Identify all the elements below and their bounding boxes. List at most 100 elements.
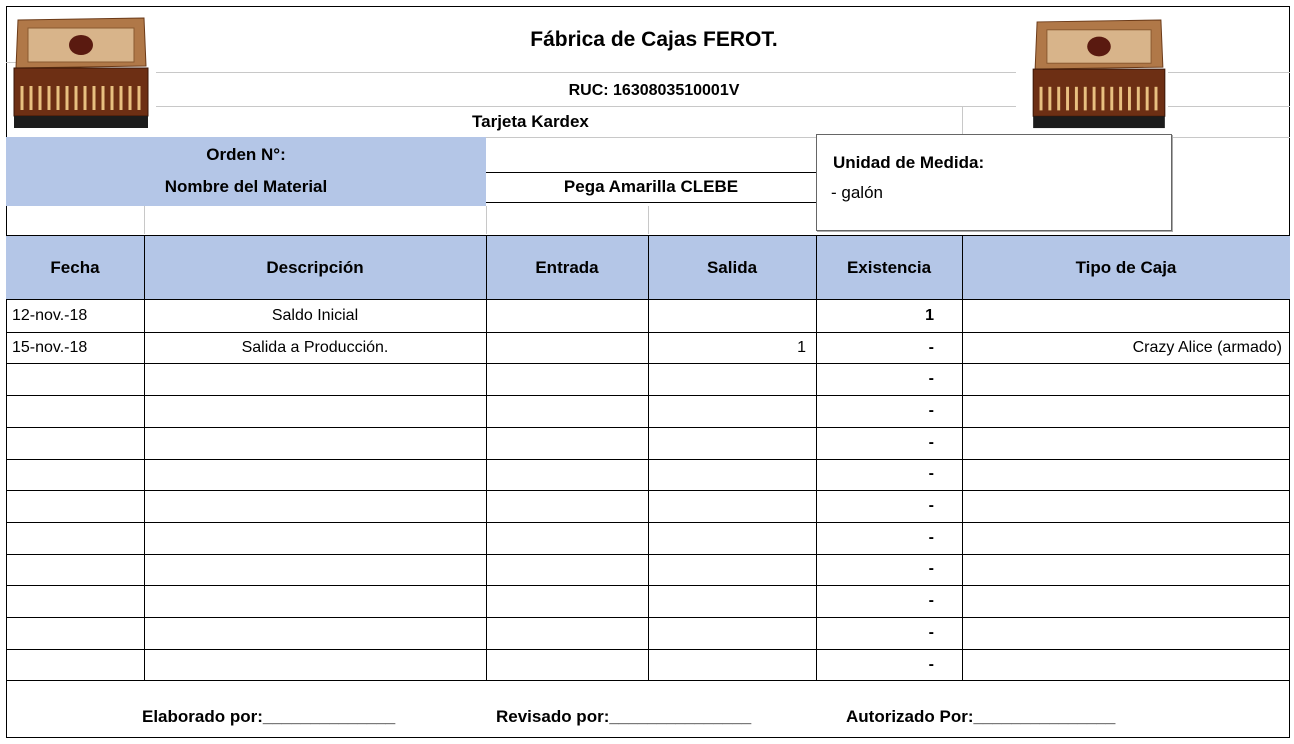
table-cell-tipodecaja[interactable] xyxy=(962,300,1290,332)
order-value[interactable] xyxy=(486,139,816,171)
table-cell-entrada[interactable] xyxy=(486,395,648,427)
table-cell-entrada[interactable] xyxy=(486,300,648,332)
table-cell-tipodecaja[interactable] xyxy=(962,427,1290,459)
table-cell-salida[interactable] xyxy=(648,459,816,491)
table-cell-existencia[interactable]: - xyxy=(928,623,934,641)
table-cell-existencia[interactable]: 1 xyxy=(925,306,934,324)
table-cell-tipodecaja[interactable] xyxy=(962,459,1290,491)
table-cell-tipodecaja[interactable] xyxy=(962,490,1290,522)
table-cell-descripcin[interactable]: Salida a Producción. xyxy=(241,338,389,356)
column-divider xyxy=(648,235,649,680)
table-cell-entrada[interactable] xyxy=(486,522,648,554)
table-cell-descripcin[interactable] xyxy=(144,554,486,586)
table-cell-entrada[interactable] xyxy=(486,332,648,364)
table-cell-tipodecaja[interactable] xyxy=(962,363,1290,395)
table-cell-salida[interactable]: 1 xyxy=(797,338,806,356)
gridline xyxy=(648,206,649,234)
table-cell-descripcin[interactable] xyxy=(144,427,486,459)
column-header: Descripción xyxy=(266,257,364,277)
column-header: Salida xyxy=(706,257,758,277)
table-cell-descripcin[interactable] xyxy=(144,459,486,491)
table-cell-tipodecaja[interactable] xyxy=(962,585,1290,617)
table-cell-tipodecaja[interactable] xyxy=(962,617,1290,649)
cigar-box-image-left xyxy=(13,17,149,128)
table-cell-existencia[interactable]: - xyxy=(928,560,934,578)
table-cell-fecha[interactable] xyxy=(6,522,144,554)
row-divider xyxy=(6,648,1290,650)
table-cell-existencia[interactable]: - xyxy=(928,433,934,451)
table-cell-descripcin[interactable] xyxy=(144,490,486,522)
table-cell-tipodecaja[interactable] xyxy=(962,395,1290,427)
table-cell-fecha[interactable] xyxy=(6,363,144,395)
table-cell-salida[interactable] xyxy=(648,363,816,395)
material-value: Pega Amarilla CLEBE xyxy=(563,177,739,196)
table-cell-tipodecaja[interactable] xyxy=(962,554,1290,586)
row-divider xyxy=(6,490,1290,492)
reviewed-by[interactable]: Revisado por:_______________ xyxy=(496,707,752,726)
table-cell-existencia[interactable]: - xyxy=(928,497,934,515)
table-cell-descripcin[interactable] xyxy=(144,522,486,554)
table-cell-descripcin[interactable] xyxy=(144,649,486,681)
table-cell-descripcin[interactable] xyxy=(144,395,486,427)
table-cell-salida[interactable] xyxy=(648,617,816,649)
row-divider xyxy=(6,521,1290,523)
table-cell-entrada[interactable] xyxy=(486,617,648,649)
table-cell-fecha[interactable] xyxy=(6,490,144,522)
table-cell-descripcin[interactable] xyxy=(144,363,486,395)
table-cell-existencia[interactable]: - xyxy=(928,370,934,388)
gridline xyxy=(6,62,16,63)
table-cell-salida[interactable] xyxy=(648,490,816,522)
gridline xyxy=(1168,72,1290,73)
gridline xyxy=(1168,106,1290,107)
table-cell-salida[interactable] xyxy=(648,427,816,459)
table-cell-fecha[interactable] xyxy=(6,554,144,586)
gridline xyxy=(962,106,963,138)
table-cell-tipodecaja[interactable] xyxy=(962,522,1290,554)
kardex-frame xyxy=(6,6,1290,738)
table-cell-fecha[interactable] xyxy=(6,617,144,649)
table-cell-tipodecaja[interactable]: Crazy Alice (armado) xyxy=(1132,338,1282,356)
material-value-underline xyxy=(486,202,816,203)
table-cell-salida[interactable] xyxy=(648,554,816,586)
table-cell-descripcin[interactable]: Saldo Inicial xyxy=(271,306,359,324)
table-cell-salida[interactable] xyxy=(648,300,816,332)
table-cell-entrada[interactable] xyxy=(486,554,648,586)
column-header: Tipo de Caja xyxy=(1075,257,1177,277)
table-cell-fecha[interactable] xyxy=(6,649,144,681)
table-cell-fecha[interactable] xyxy=(6,427,144,459)
table-cell-existencia[interactable]: - xyxy=(928,465,934,483)
table-cell-fecha[interactable]: 15-nov.-18 xyxy=(12,338,88,356)
table-cell-salida[interactable] xyxy=(648,585,816,617)
prepared-by[interactable]: Elaborado por:______________ xyxy=(142,707,396,726)
table-cell-descripcin[interactable] xyxy=(144,585,486,617)
table-cell-existencia[interactable]: - xyxy=(928,528,934,546)
table-cell-existencia[interactable]: - xyxy=(928,401,934,419)
footer-divider xyxy=(6,680,1290,681)
table-cell-entrada[interactable] xyxy=(486,427,648,459)
table-cell-existencia[interactable]: - xyxy=(928,592,934,610)
company-title: Fábrica de Cajas FEROT. xyxy=(530,28,778,51)
table-cell-existencia[interactable]: - xyxy=(928,338,934,356)
table-cell-tipodecaja[interactable] xyxy=(962,649,1290,681)
table-cell-existencia[interactable]: - xyxy=(928,655,934,673)
table-cell-entrada[interactable] xyxy=(486,585,648,617)
column-divider xyxy=(144,235,145,680)
unit-value: - galón xyxy=(831,183,883,202)
table-cell-entrada[interactable] xyxy=(486,459,648,491)
cigar-box-image-right xyxy=(1032,19,1166,129)
table-cell-fecha[interactable] xyxy=(6,459,144,491)
table-cell-fecha[interactable] xyxy=(6,585,144,617)
row-divider xyxy=(6,426,1290,428)
gridline xyxy=(486,206,487,234)
table-cell-salida[interactable] xyxy=(648,395,816,427)
row-divider xyxy=(6,331,1290,333)
table-cell-descripcin[interactable] xyxy=(144,617,486,649)
authorized-by[interactable]: Autorizado Por:_______________ xyxy=(846,707,1116,726)
table-cell-salida[interactable] xyxy=(648,649,816,681)
table-cell-entrada[interactable] xyxy=(486,490,648,522)
table-cell-entrada[interactable] xyxy=(486,363,648,395)
table-cell-fecha[interactable]: 12-nov.-18 xyxy=(12,306,88,324)
table-cell-entrada[interactable] xyxy=(486,649,648,681)
table-cell-fecha[interactable] xyxy=(6,395,144,427)
table-cell-salida[interactable] xyxy=(648,522,816,554)
